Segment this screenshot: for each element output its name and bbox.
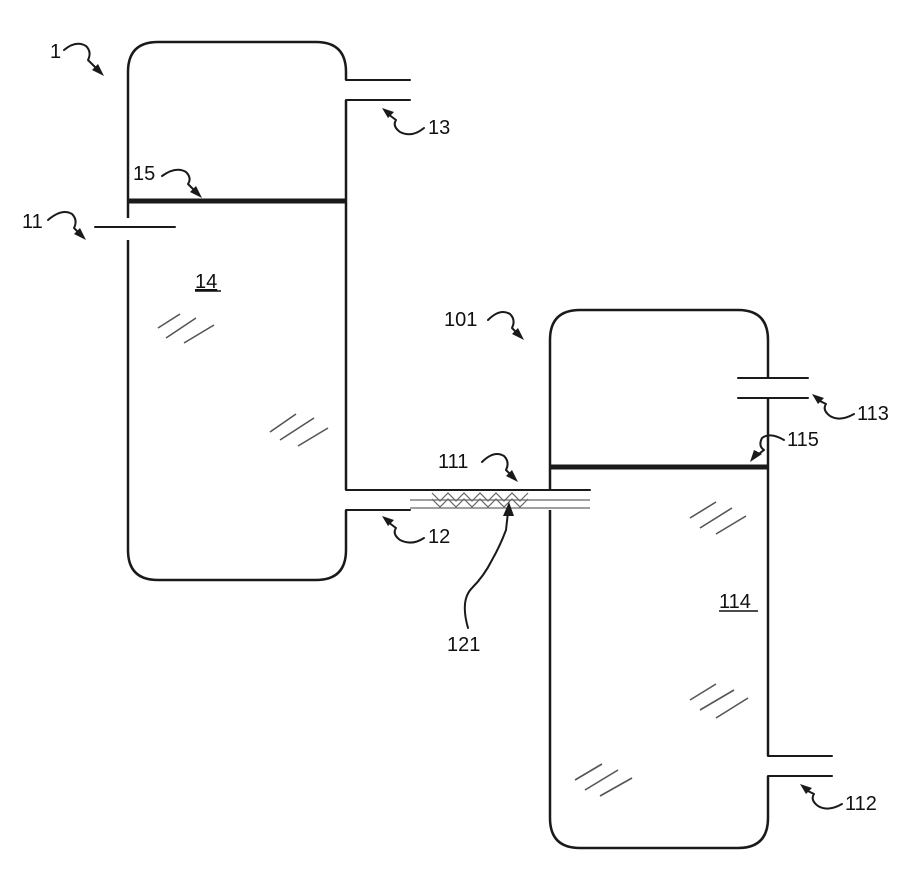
label-level-15: 15 [133,163,155,185]
leader-13 [388,114,424,134]
leader-12 [388,522,424,543]
leader-115 [756,435,784,456]
label-outlet-13: 13 [428,117,450,139]
label-vessel-101: 101 [444,309,477,331]
leader-112 [806,790,842,809]
leader-113 [818,400,854,419]
label-filter-121: 121 [447,634,480,656]
leader-15 [162,170,196,192]
label-outlet-12: 12 [428,526,450,548]
leader-111 [482,454,512,476]
arrowhead-121 [503,502,514,516]
reference-labels: 1 15 11 13 14 12 101 111 121 113 115 114… [22,41,889,815]
leader-121 [465,512,508,628]
leader-11 [48,212,80,234]
label-interior-14: 14 [195,271,217,293]
vessel-101 [550,310,832,848]
label-interior-114: 114 [719,591,751,613]
label-vessel-1: 1 [50,41,61,63]
vessel-1-liquid-hatching [158,314,328,446]
vessel-101-wall-top [550,310,768,490]
vessel-101-wall-bottom [550,510,768,848]
vessel-1 [95,42,410,580]
label-inlet-111: 111 [438,451,468,473]
label-inlet-11: 11 [22,211,43,233]
leader-lines [48,44,854,809]
leader-1 [64,44,98,70]
vessel-1-wall-lower-left [128,240,346,580]
vessel-1-wall [128,42,346,218]
vessel-101-liquid-hatching [575,502,748,796]
label-level-115: 115 [787,429,819,451]
connecting-pipe [346,490,590,510]
label-outlet-113: 113 [857,403,889,425]
label-outlet-112: 112 [845,793,877,815]
leader-101 [488,312,518,334]
